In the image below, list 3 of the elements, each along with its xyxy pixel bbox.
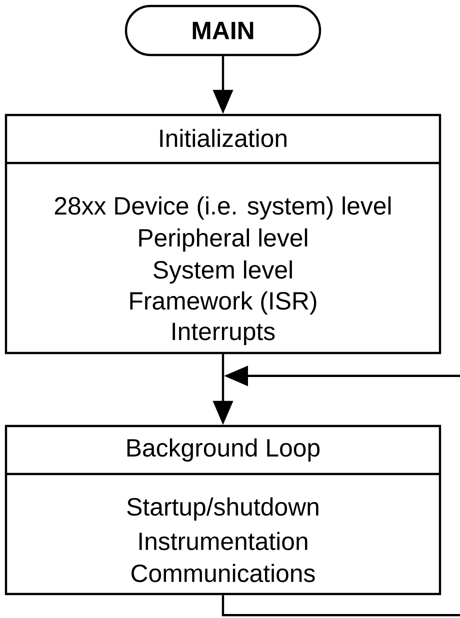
process-box: Initialization 28xx Device (i.e. system) level Peripheral level System level Framework (ISR) Interrupts: [4, 114, 442, 354]
loop-line: [222, 595, 460, 616]
process-box: Background Loop Startup/shutdown Instrumentation Communications: [4, 424, 442, 596]
